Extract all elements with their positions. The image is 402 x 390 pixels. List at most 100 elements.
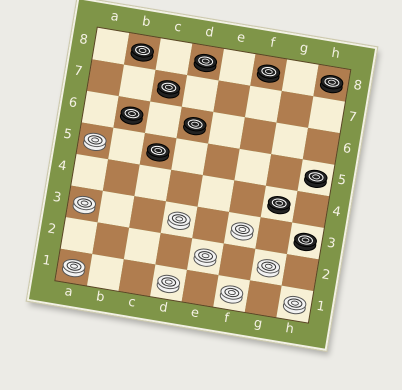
rank-label-left-1: 1 xyxy=(37,252,55,270)
square-c7[interactable] xyxy=(150,70,187,107)
square-h2[interactable] xyxy=(282,254,319,291)
square-c2[interactable] xyxy=(124,228,161,265)
square-a4[interactable] xyxy=(71,154,108,191)
square-d2[interactable] xyxy=(155,233,192,270)
black-checker-piece-c5[interactable] xyxy=(144,139,171,165)
square-c5[interactable] xyxy=(140,133,177,170)
square-e6[interactable] xyxy=(208,112,245,149)
square-b4[interactable] xyxy=(103,159,140,196)
file-label-top-d: d xyxy=(200,24,218,42)
square-d8[interactable] xyxy=(187,44,224,81)
square-d1[interactable] xyxy=(150,265,187,302)
black-checker-piece-c7[interactable] xyxy=(155,75,182,101)
square-e3[interactable] xyxy=(192,207,229,244)
white-checker-piece-d3[interactable] xyxy=(165,207,192,233)
white-checker-piece-f3[interactable] xyxy=(229,218,256,244)
square-c4[interactable] xyxy=(134,165,171,202)
square-f1[interactable] xyxy=(213,275,250,312)
file-label-top-g: g xyxy=(295,40,313,58)
file-label-bottom-g: g xyxy=(249,315,267,333)
white-checker-piece-a1[interactable] xyxy=(60,254,87,280)
square-b5[interactable] xyxy=(108,128,145,165)
square-d5[interactable] xyxy=(171,138,208,175)
square-g7[interactable] xyxy=(277,91,314,128)
square-g3[interactable] xyxy=(255,217,292,254)
square-d4[interactable] xyxy=(166,170,203,207)
white-checker-piece-h1[interactable] xyxy=(281,291,308,317)
square-f7[interactable] xyxy=(245,86,282,123)
square-a6[interactable] xyxy=(82,91,119,128)
file-label-bottom-d: d xyxy=(154,299,172,317)
square-b1[interactable] xyxy=(87,254,124,291)
black-checker-piece-f8[interactable] xyxy=(255,60,282,86)
square-b6[interactable] xyxy=(113,96,150,133)
rank-label-right-7: 7 xyxy=(343,109,361,127)
rank-label-right-8: 8 xyxy=(348,77,366,95)
square-b2[interactable] xyxy=(92,222,129,259)
square-h4[interactable] xyxy=(292,191,329,228)
white-checker-piece-d1[interactable] xyxy=(155,270,182,296)
square-g1[interactable] xyxy=(245,280,282,317)
white-checker-piece-f1[interactable] xyxy=(218,281,245,307)
black-checker-piece-h5[interactable] xyxy=(302,165,329,191)
file-label-top-a: a xyxy=(105,8,123,26)
square-g5[interactable] xyxy=(266,154,303,191)
checkers-board xyxy=(54,27,351,324)
square-e1[interactable] xyxy=(182,270,219,307)
square-c1[interactable] xyxy=(119,259,156,296)
rank-label-right-4: 4 xyxy=(327,204,345,222)
square-h1[interactable] xyxy=(276,286,313,323)
black-checker-piece-g4[interactable] xyxy=(265,191,292,217)
square-c6[interactable] xyxy=(145,101,182,138)
square-e7[interactable] xyxy=(213,80,250,117)
square-g2[interactable] xyxy=(250,249,287,286)
square-e2[interactable] xyxy=(187,238,224,275)
square-c8[interactable] xyxy=(156,38,193,75)
square-h8[interactable] xyxy=(313,65,350,102)
square-c3[interactable] xyxy=(129,196,166,233)
square-b3[interactable] xyxy=(98,191,135,228)
square-f4[interactable] xyxy=(229,180,266,217)
white-checker-piece-a3[interactable] xyxy=(71,191,98,217)
square-f2[interactable] xyxy=(219,244,256,281)
square-e8[interactable] xyxy=(219,49,256,86)
file-label-bottom-f: f xyxy=(217,310,235,328)
square-f6[interactable] xyxy=(240,117,277,154)
square-f8[interactable] xyxy=(250,54,287,91)
black-checker-piece-h8[interactable] xyxy=(318,70,345,96)
rank-label-left-5: 5 xyxy=(58,126,76,144)
square-d7[interactable] xyxy=(182,75,219,112)
square-a3[interactable] xyxy=(66,186,103,223)
square-b7[interactable] xyxy=(119,65,156,102)
square-h3[interactable] xyxy=(287,223,324,260)
square-d3[interactable] xyxy=(161,201,198,238)
square-a5[interactable] xyxy=(77,122,114,159)
square-h5[interactable] xyxy=(298,159,335,196)
black-checker-piece-d8[interactable] xyxy=(192,49,219,75)
square-b8[interactable] xyxy=(124,33,161,70)
square-e5[interactable] xyxy=(203,144,240,181)
square-a2[interactable] xyxy=(61,217,98,254)
square-a8[interactable] xyxy=(92,28,129,65)
white-checker-piece-a5[interactable] xyxy=(81,128,108,154)
square-e4[interactable] xyxy=(198,175,235,212)
black-checker-piece-h3[interactable] xyxy=(292,228,319,254)
square-a7[interactable] xyxy=(87,59,124,96)
rank-label-left-2: 2 xyxy=(42,221,60,239)
square-d6[interactable] xyxy=(177,107,214,144)
square-f5[interactable] xyxy=(234,149,271,186)
black-checker-piece-b6[interactable] xyxy=(118,102,145,128)
square-g6[interactable] xyxy=(271,123,308,160)
square-a1[interactable] xyxy=(55,249,92,286)
file-label-bottom-h: h xyxy=(280,320,298,338)
file-label-bottom-b: b xyxy=(91,289,109,307)
square-f3[interactable] xyxy=(224,212,261,249)
black-checker-piece-d6[interactable] xyxy=(181,112,208,138)
black-checker-piece-b8[interactable] xyxy=(129,39,156,65)
square-g4[interactable] xyxy=(261,186,298,223)
square-g8[interactable] xyxy=(282,59,319,96)
square-h7[interactable] xyxy=(308,96,345,133)
white-checker-piece-e2[interactable] xyxy=(192,244,219,270)
square-h6[interactable] xyxy=(303,128,340,165)
white-checker-piece-g2[interactable] xyxy=(255,254,282,280)
